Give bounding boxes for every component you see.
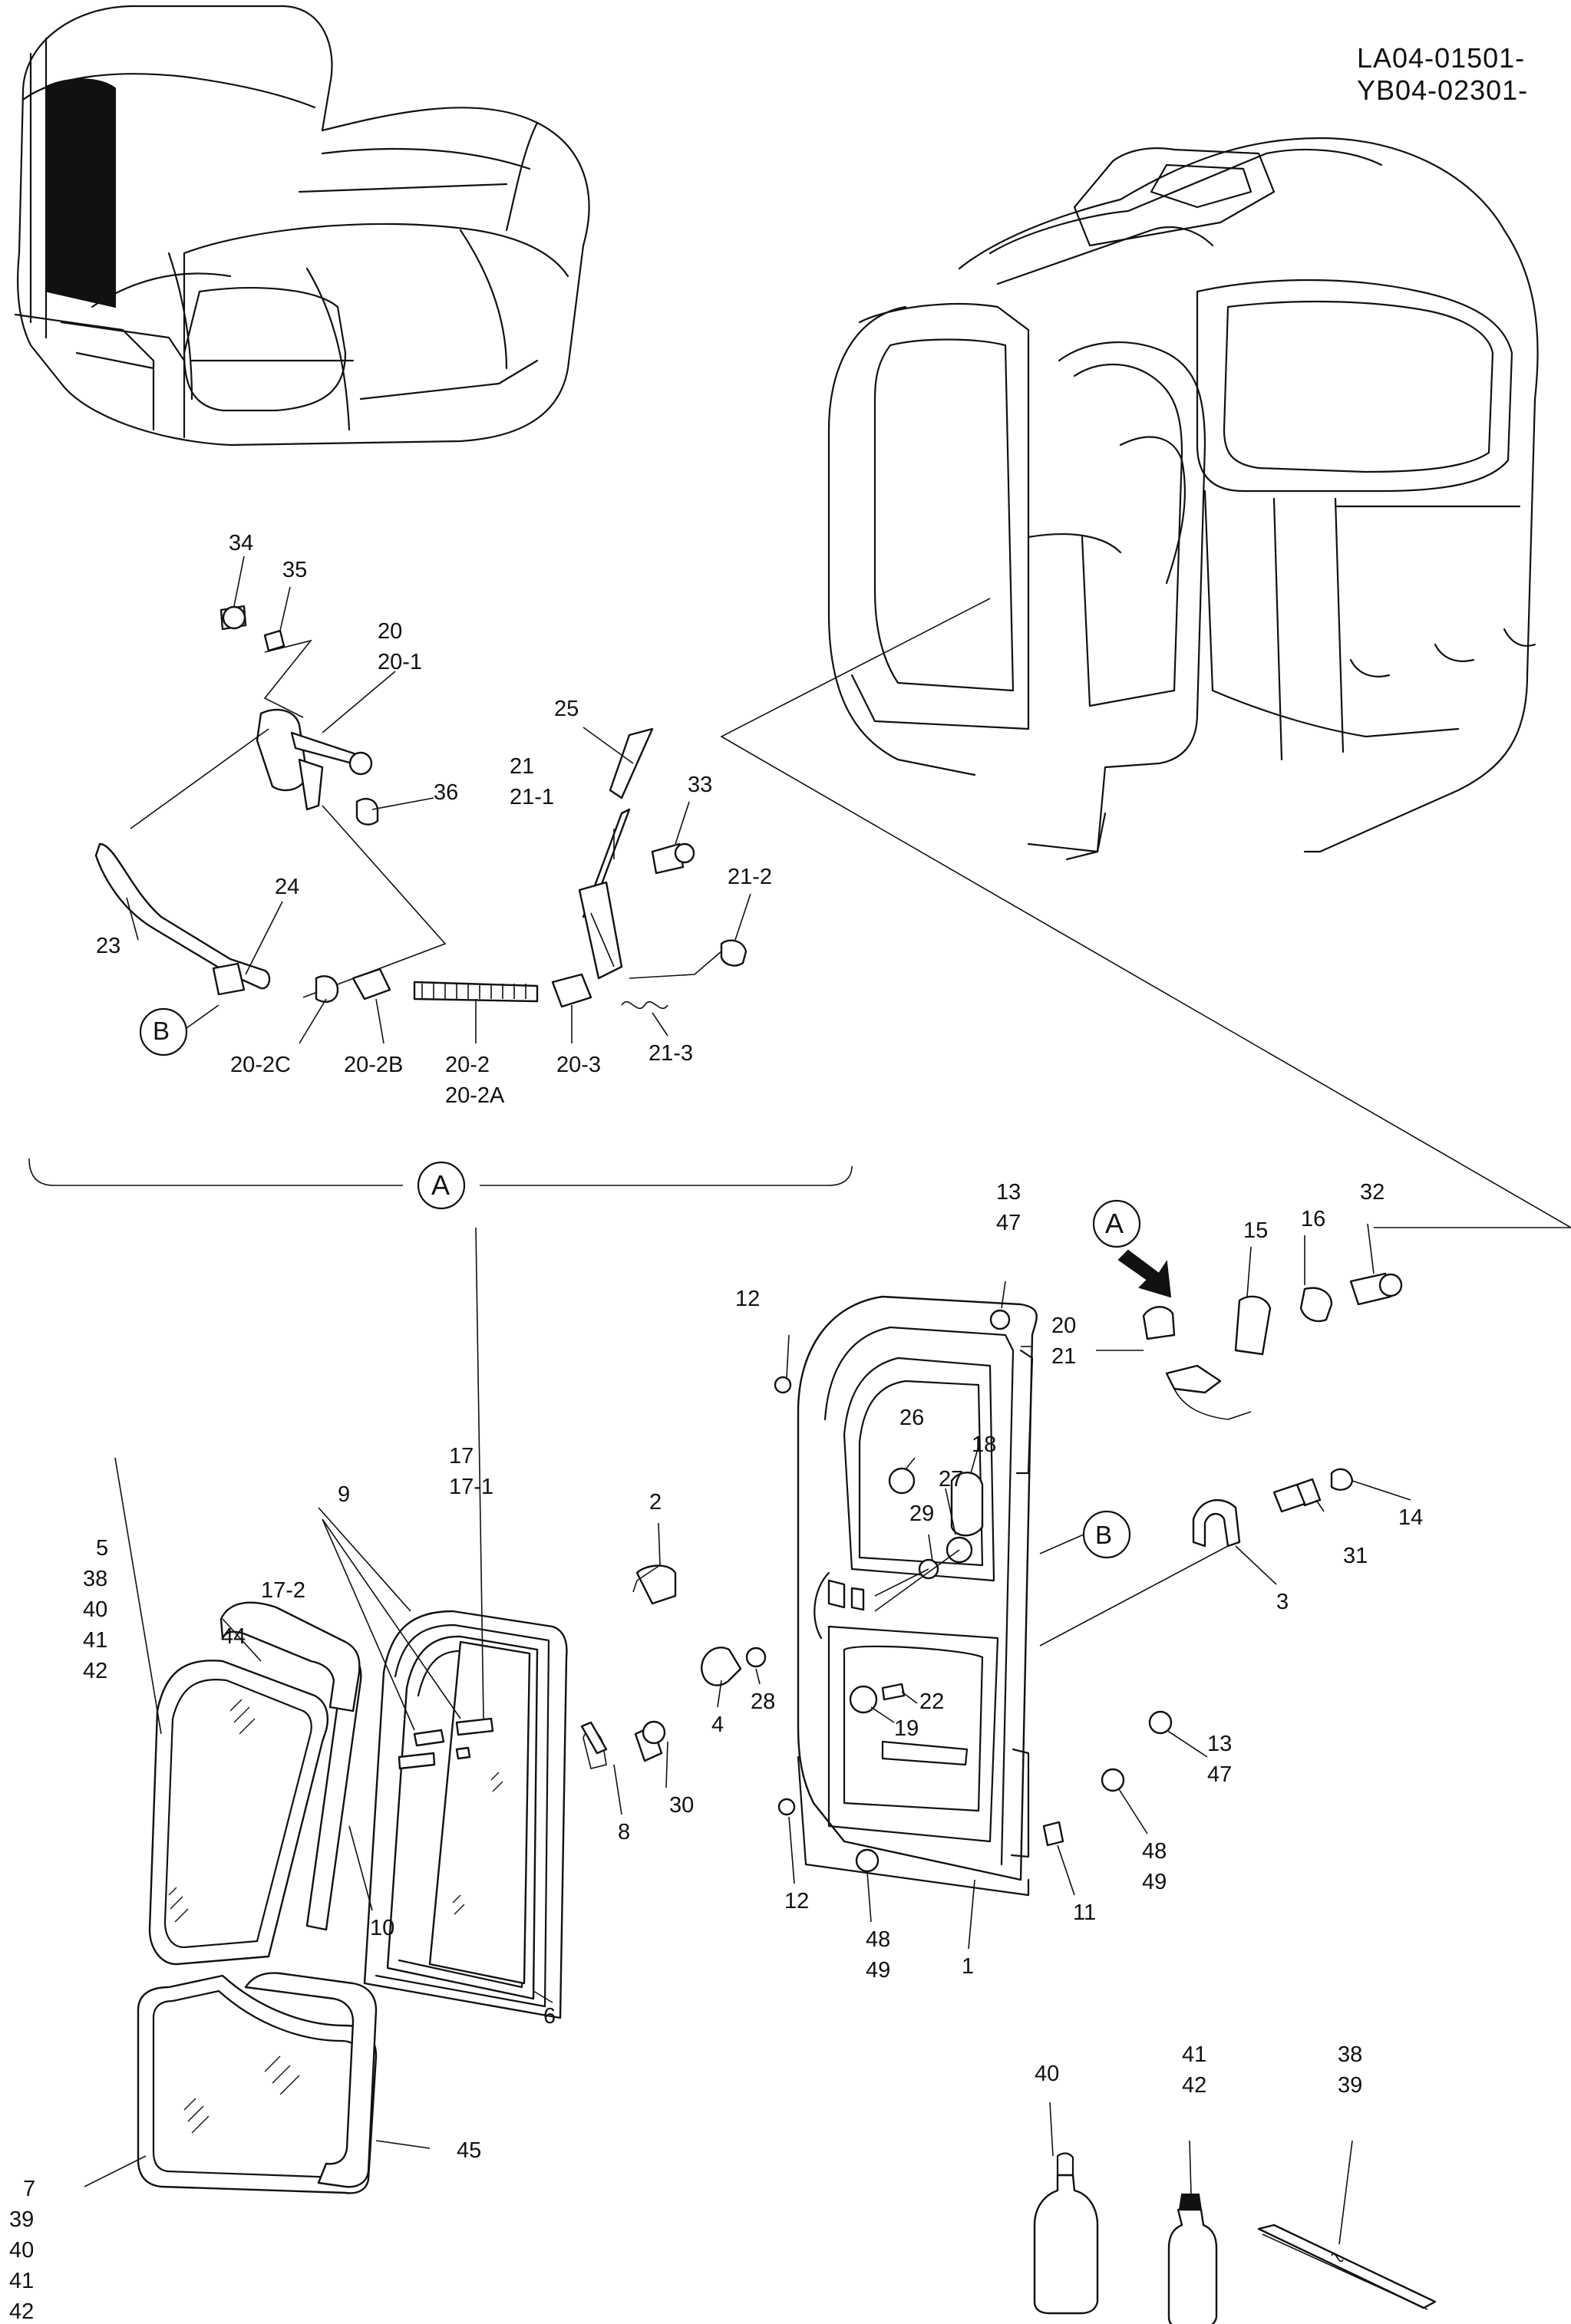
- callout-21-3: 21-3: [649, 1041, 693, 1066]
- callout-27: 27: [939, 1467, 963, 1492]
- latch-mechanism-detail: [28, 555, 853, 1210]
- callout-13-lower: 13: [1207, 1732, 1232, 1756]
- callout-4: 4: [711, 1713, 724, 1737]
- callout-a-detail: A: [431, 1169, 450, 1201]
- callout-17-1: 17-1: [449, 1475, 493, 1499]
- callout-42-group: 42: [9, 2299, 34, 2324]
- callout-42: 42: [83, 1659, 107, 1683]
- callout-28: 28: [751, 1689, 775, 1714]
- callout-17: 17: [449, 1444, 474, 1469]
- callout-18: 18: [972, 1432, 996, 1457]
- callout-38: 38: [83, 1567, 107, 1591]
- callout-31: 31: [1343, 1544, 1368, 1568]
- callout-40-group: 40: [9, 2238, 34, 2263]
- callout-34: 34: [229, 531, 253, 555]
- callout-39-strip: 39: [1338, 2073, 1362, 2098]
- callout-25: 25: [554, 697, 579, 721]
- callout-45: 45: [457, 2138, 481, 2163]
- callout-20-2a: 20-2A: [445, 1083, 505, 1108]
- callout-20-door: 20: [1051, 1314, 1076, 1338]
- callout-12: 12: [735, 1287, 760, 1311]
- serial-range-2: YB04-02301-: [1357, 74, 1529, 106]
- callout-17-2: 17-2: [261, 1578, 305, 1603]
- callout-36: 36: [434, 780, 458, 805]
- callout-26: 26: [899, 1406, 924, 1430]
- callout-b-detail: B: [153, 1017, 170, 1045]
- serial-range-1: LA04-01501-: [1357, 42, 1526, 74]
- callout-39-group: 39: [9, 2207, 34, 2232]
- callout-20-3: 20-3: [556, 1053, 601, 1077]
- callout-5: 5: [96, 1536, 108, 1561]
- callout-20-2b: 20-2B: [344, 1053, 403, 1077]
- callout-47: 47: [996, 1211, 1021, 1235]
- callout-8: 8: [618, 1820, 630, 1844]
- callout-49: 49: [1142, 1870, 1167, 1894]
- callout-b-door: B: [1095, 1521, 1112, 1549]
- callout-29: 29: [909, 1502, 934, 1526]
- callout-20-2: 20-2: [445, 1053, 490, 1077]
- callout-21: 21: [510, 754, 534, 779]
- callout-41: 41: [83, 1628, 107, 1653]
- callout-16: 16: [1301, 1207, 1325, 1231]
- door-assembly: [632, 1199, 1411, 1950]
- callout-35: 35: [282, 558, 307, 582]
- callout-2: 2: [649, 1490, 662, 1515]
- callout-19: 19: [894, 1716, 919, 1741]
- callout-21-door: 21: [1051, 1344, 1076, 1369]
- callout-47-lower: 47: [1207, 1762, 1232, 1787]
- callout-40: 40: [83, 1597, 107, 1622]
- callout-1: 1: [962, 1954, 974, 1979]
- callout-42-bottle: 42: [1182, 2073, 1206, 2098]
- callout-24: 24: [275, 875, 299, 899]
- callout-30: 30: [669, 1793, 694, 1818]
- callout-41-group: 41: [9, 2269, 34, 2293]
- callout-15: 15: [1243, 1218, 1268, 1243]
- callout-a-door: A: [1105, 1208, 1124, 1239]
- callout-9: 9: [338, 1482, 350, 1507]
- callout-6: 6: [543, 2004, 556, 2029]
- callout-7: 7: [23, 2177, 35, 2201]
- callout-labels: 34 35 20 20-1 36 25 21 21-1 33 21-2 23 2…: [9, 531, 1423, 2324]
- callout-48-lower: 48: [866, 1927, 890, 1952]
- callout-20-2c: 20-2C: [230, 1053, 291, 1077]
- callout-21-2: 21-2: [728, 865, 772, 889]
- callout-38-strip: 38: [1338, 2042, 1362, 2067]
- callout-21-1: 21-1: [510, 785, 554, 809]
- callout-10: 10: [370, 1916, 394, 1940]
- callout-40-bottle: 40: [1035, 2062, 1059, 2086]
- callout-23: 23: [96, 934, 120, 958]
- window-glass-group: [84, 1227, 668, 2194]
- callout-32: 32: [1360, 1180, 1385, 1205]
- machine-overview: [14, 5, 590, 447]
- callout-3: 3: [1276, 1590, 1289, 1614]
- callout-20-1: 20-1: [378, 650, 422, 674]
- callout-44: 44: [221, 1624, 246, 1649]
- callout-49-lower: 49: [866, 1958, 890, 1983]
- callout-48: 48: [1142, 1839, 1167, 1864]
- cab-assembly: [720, 137, 1571, 1228]
- consumables: [1033, 2101, 1437, 2324]
- callout-12-lower: 12: [784, 1889, 809, 1914]
- callout-33: 33: [688, 773, 712, 797]
- callout-14: 14: [1398, 1505, 1423, 1530]
- callout-11: 11: [1073, 1900, 1096, 1925]
- callout-22: 22: [919, 1689, 944, 1714]
- callout-41-bottle: 41: [1182, 2042, 1206, 2067]
- callout-20: 20: [378, 619, 402, 644]
- callout-13: 13: [996, 1180, 1021, 1205]
